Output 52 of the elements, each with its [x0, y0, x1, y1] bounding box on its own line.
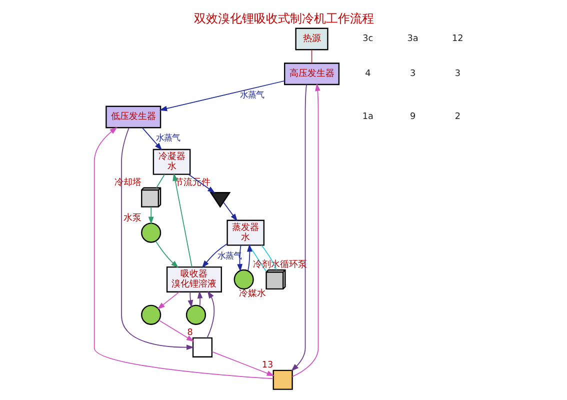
label: 3 — [454, 68, 460, 79]
arrow — [120, 127, 194, 350]
arrow — [187, 292, 193, 308]
label: 12 — [452, 34, 463, 44]
label: 9 — [409, 112, 416, 122]
arrow — [201, 243, 228, 268]
node-circle — [140, 304, 161, 325]
node-label: 13 — [261, 360, 273, 370]
connector — [156, 174, 164, 188]
node-box: 冷凝器 水 — [152, 148, 190, 175]
label: 4 — [364, 68, 370, 79]
arrow — [141, 127, 162, 150]
node-box: 高压发生器 — [284, 62, 340, 86]
label: 1a — [362, 112, 373, 122]
node-circle — [140, 222, 161, 243]
arrow — [93, 126, 274, 380]
node-box — [192, 337, 212, 358]
label: 2 — [454, 112, 460, 122]
arrow — [188, 174, 215, 194]
node-label: 8 — [186, 328, 192, 338]
connector — [248, 244, 266, 272]
connector — [260, 244, 276, 270]
arrow — [158, 80, 284, 112]
label: 3c — [362, 34, 373, 44]
node-valve — [209, 192, 230, 208]
label: 3 — [409, 68, 416, 79]
arrow — [211, 351, 274, 376]
arrow — [246, 244, 252, 272]
connector — [310, 49, 312, 64]
node-circle — [233, 269, 254, 290]
edge-label: 水蒸气 — [155, 132, 180, 143]
arrow — [196, 290, 202, 306]
arrow — [291, 83, 320, 378]
node-label: 冷媒水 — [238, 289, 266, 299]
arrow — [290, 84, 306, 372]
arrow — [154, 240, 178, 268]
node-box — [272, 370, 292, 390]
arrow — [156, 292, 180, 310]
node-box: 低压发生器 — [105, 106, 161, 128]
label: 3a — [406, 34, 418, 44]
arrow — [222, 202, 238, 222]
diagram-title: 双效溴化锂吸收式制冷机工作流程 — [194, 11, 374, 26]
edge-label: 水蒸气 — [239, 90, 264, 100]
arrow — [158, 320, 194, 342]
node-circle — [185, 304, 206, 325]
arrow — [206, 290, 214, 338]
node-box: 吸收器 溴化锂溶液 — [166, 266, 222, 292]
node-box: 热源 — [294, 28, 328, 50]
arrow — [172, 173, 192, 268]
arrow — [148, 206, 154, 224]
node-box: 蒸发器 水 — [226, 220, 264, 246]
node-label: 水泵 — [122, 213, 141, 224]
